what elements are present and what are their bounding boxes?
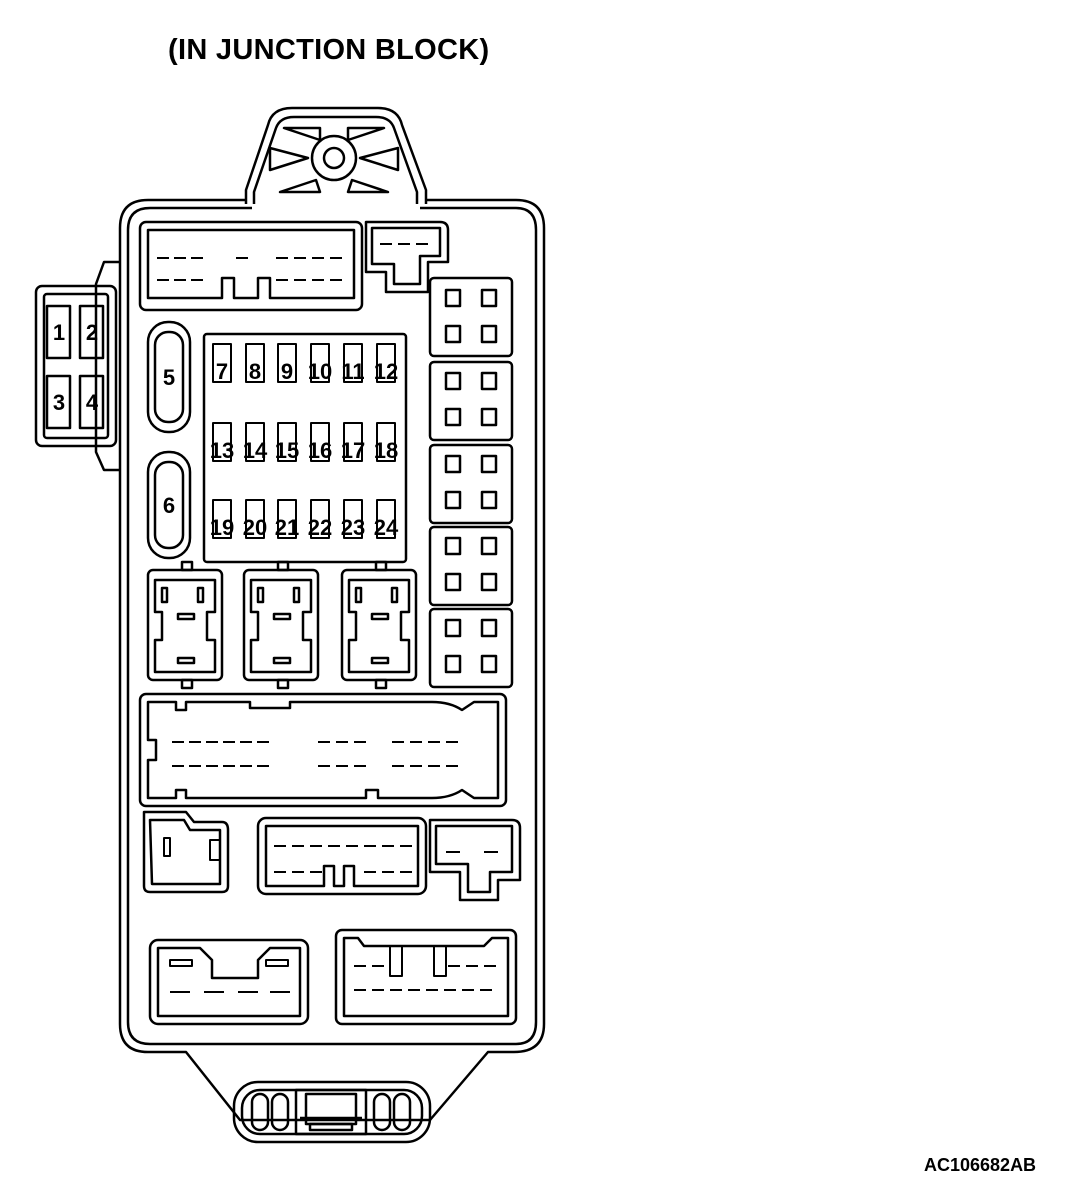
- large-fuses: 5 6: [146, 320, 192, 560]
- fuse-label-7: 7: [216, 359, 228, 384]
- fuse-slot: [310, 422, 330, 462]
- fuse-label-22: 22: [308, 515, 332, 540]
- fuse-slot: [376, 499, 396, 539]
- reference-code: AC106682AB: [924, 1155, 1037, 1175]
- fuse-slot: [343, 422, 363, 462]
- fuse-label-8: 8: [249, 359, 261, 384]
- connector-lower-left: [142, 810, 230, 894]
- fuse-label-24: 24: [374, 515, 399, 540]
- fuse-label-15: 15: [275, 438, 299, 463]
- fuse-label-19: 19: [210, 515, 234, 540]
- fuse-slot: [245, 422, 265, 462]
- connector-lower-center: [256, 816, 428, 896]
- fuse-label-10: 10: [308, 359, 332, 384]
- fuse-label-14: 14: [243, 438, 268, 463]
- fuse-slot: [212, 343, 232, 383]
- relay-label-2: 2: [86, 320, 98, 345]
- fuse-slot: [343, 343, 363, 383]
- fuse-label-18: 18: [374, 438, 398, 463]
- fuse-label-12: 12: [374, 359, 398, 384]
- middle-relays: [146, 560, 418, 690]
- connector-bottom-left: [148, 938, 310, 1026]
- relay-label-4: 4: [86, 390, 99, 415]
- fuse-label-23: 23: [341, 515, 365, 540]
- relay-label-3: 3: [53, 390, 65, 415]
- connector-wide-middle: [138, 692, 508, 808]
- fuse-label-16: 16: [308, 438, 332, 463]
- fuse-slot: [245, 343, 265, 383]
- fuse-slot: [376, 422, 396, 462]
- fuse-slot: [212, 499, 232, 539]
- fuse-slot: [212, 422, 232, 462]
- large-fuse-label-6: 6: [163, 493, 175, 518]
- fuse-label-13: 13: [210, 438, 234, 463]
- fuse-slot: [277, 343, 297, 383]
- fuse-label-21: 21: [275, 515, 299, 540]
- connector-top-small: [364, 220, 450, 294]
- fuse-label-20: 20: [243, 515, 267, 540]
- fuse-label-9: 9: [281, 359, 293, 384]
- fuse-slot: [277, 499, 297, 539]
- fuse-slot: [310, 343, 330, 383]
- large-fuse-label-5: 5: [163, 365, 175, 390]
- fuse-label-11: 11: [341, 359, 364, 384]
- connector-lower-right: [428, 818, 522, 902]
- fuse-slot: [245, 499, 265, 539]
- side-relay-box: 1 2 3 4: [34, 260, 120, 472]
- connector-bottom-right: [334, 928, 518, 1026]
- fuse-slot: [343, 499, 363, 539]
- diagram-title: (IN JUNCTION BLOCK): [168, 34, 490, 66]
- connector-top-left: [138, 220, 364, 312]
- right-relay-column: [428, 276, 514, 689]
- bottom-mounting-tab: [232, 1080, 432, 1144]
- fuse-label-17: 17: [341, 438, 365, 463]
- junction-block-body: [118, 198, 546, 1122]
- fuse-slot: [376, 343, 396, 383]
- fuse-slot: [310, 499, 330, 539]
- relay-label-1: 1: [53, 320, 65, 345]
- top-mounting-tab: [244, 106, 428, 204]
- fuse-slot: [277, 422, 297, 462]
